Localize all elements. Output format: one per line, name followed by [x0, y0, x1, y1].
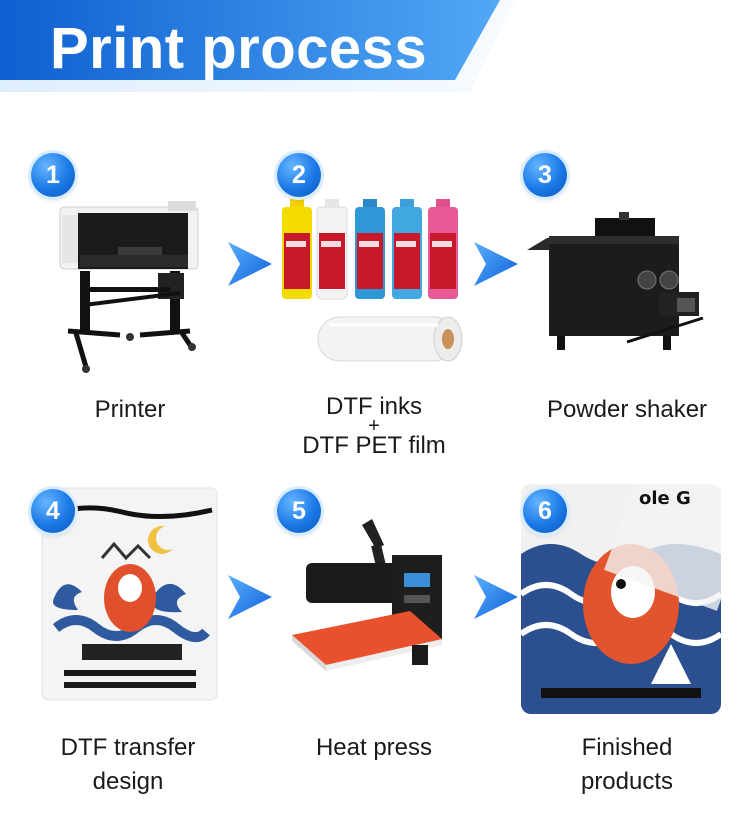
step-label: Powder shaker	[527, 393, 727, 427]
flow-arrow-icon	[228, 242, 272, 286]
step-number-badge: 3	[523, 153, 567, 197]
step-number-badge: 6	[523, 489, 567, 533]
printer-image	[59, 201, 199, 373]
banner-shape	[0, 0, 515, 92]
step-label-line: DTF PET film	[302, 432, 446, 459]
step-number-badge: 4	[31, 489, 75, 533]
step-number-badge: 2	[277, 153, 321, 197]
step-label: Printer	[40, 393, 220, 427]
step-label: DTF inks + DTF PET film	[284, 393, 464, 459]
flow-arrow-icon	[474, 242, 518, 286]
step-label: DTF transfer design	[28, 731, 228, 799]
flow-arrow-icon	[228, 575, 272, 619]
step-label-line: Heat press	[315, 734, 433, 761]
step-label-line: DTF transfer	[60, 734, 196, 761]
flow-arrow-icon	[474, 575, 518, 619]
svg-text:ole G: ole G	[639, 488, 691, 509]
transfer-design-image	[41, 487, 218, 701]
step-label: Heat press	[284, 731, 464, 765]
step-label-line: Powder shaker	[546, 396, 708, 423]
step-label: Finished products	[527, 731, 727, 799]
step-label-line: +	[368, 415, 380, 437]
step-number-badge: 1	[31, 153, 75, 197]
powder-shaker-image	[527, 212, 704, 350]
step-label-line: Finished	[581, 734, 673, 761]
step-label-line: design	[92, 768, 164, 795]
heat-press-image	[292, 519, 442, 671]
step-number-badge: 5	[277, 489, 321, 533]
step-label-line: products	[580, 768, 674, 795]
page-title: Print process	[50, 16, 428, 81]
step-label-line: DTF inks	[326, 393, 422, 420]
ink-bottles-image	[282, 199, 463, 362]
step-label-line: Printer	[94, 396, 166, 423]
